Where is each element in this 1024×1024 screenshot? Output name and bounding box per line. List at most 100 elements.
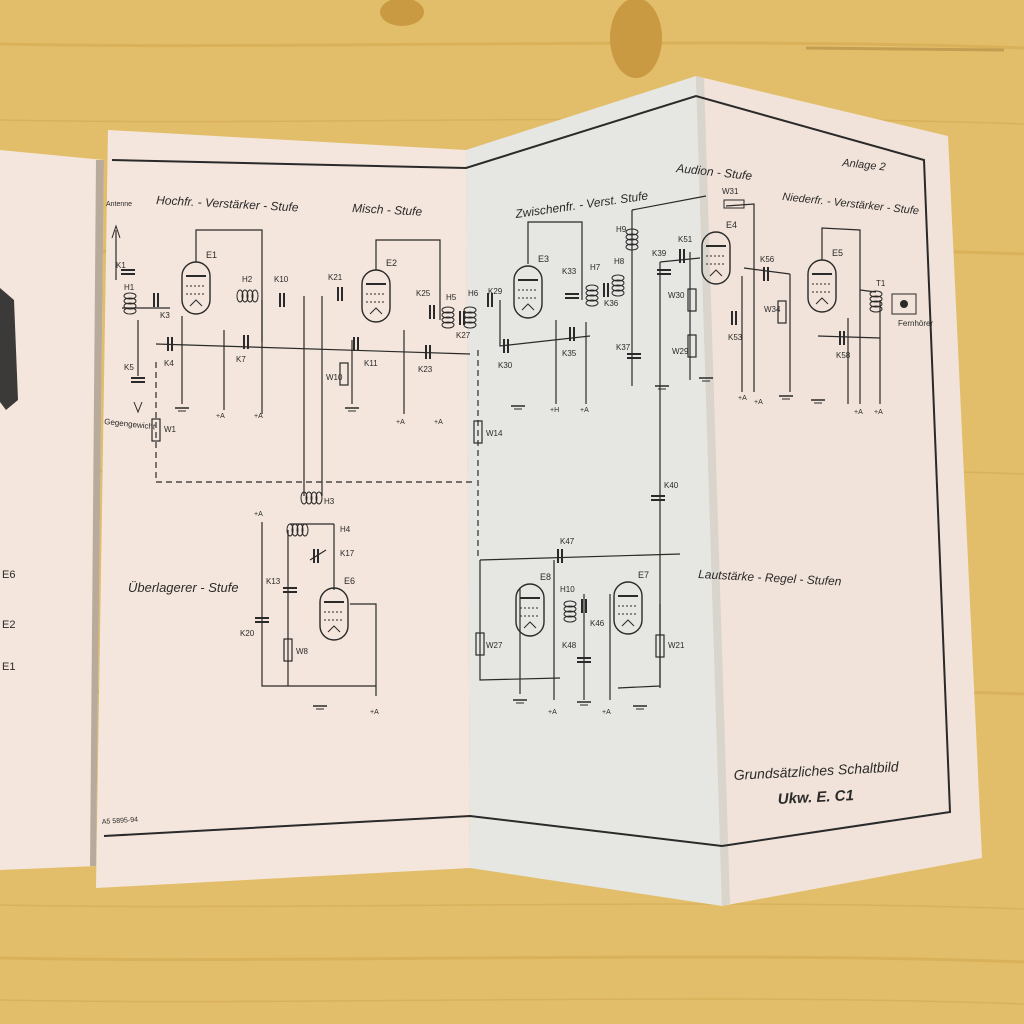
drawing-border [103,94,952,848]
wire [817,335,881,339]
capacitor-k4 [167,337,173,351]
capacitor-k3 [153,293,159,307]
supply-label: +A [602,709,611,716]
wire [499,300,591,347]
coil-h2 [236,289,259,303]
supply-label: +A [254,413,263,420]
capacitor-k20 [255,617,269,623]
ground-symbol [511,405,525,410]
component-label-k30: K30 [498,361,513,370]
component-label-k27: K27 [456,331,471,340]
resistor-w14 [473,420,483,444]
tube-label: E4 [726,220,737,230]
supply-label: +A [370,709,379,716]
left-page-label: E6 [2,569,15,581]
annex-label: Anlage 2 [841,157,886,174]
component-label-k17: K17 [340,549,355,558]
left-page-label: E1 [2,661,15,673]
schematic-wiring [115,195,881,700]
supply-label: +A [434,419,443,426]
vacuum-tube-e2: E2 [361,258,397,323]
component-label-k21: K21 [328,273,343,282]
coil-t1 [869,290,883,313]
capacitor-k21 [337,287,343,301]
wire [350,603,377,696]
ground-symbol [779,395,793,400]
tube-label: E8 [540,572,551,582]
ground-symbol [313,705,327,710]
left-page-photo [0,288,18,410]
wood-knot [380,0,424,26]
supply-label: +H [550,407,559,414]
supply-label: +A [396,419,405,426]
component-label-h4: H4 [340,525,351,534]
component-label-w10: W10 [326,373,343,382]
sheet-panel-middle [466,76,722,906]
capacitor-k33 [565,293,579,299]
component-label-k58: K58 [836,351,851,360]
vacuum-tube-e1: E1 [181,250,217,315]
capacitor-k29 [487,293,493,307]
component-label-k29: K29 [488,287,503,296]
left-page-label: E2 [2,619,15,631]
component-label-k46: K46 [590,619,605,628]
component-label-h1: H1 [124,283,135,292]
resistor-w10 [339,362,349,386]
capacitor-k25 [429,305,435,319]
wire [261,522,376,687]
component-label-k56: K56 [760,255,775,264]
capacitor-k46 [581,599,587,613]
vacuum-tube-e8: E8 [515,572,551,637]
stage-title-osc: Überlagerer - Stufe [128,580,239,595]
wood-grain-line [0,903,1024,910]
coil-h10 [563,600,577,623]
schematic-caption-line2: Ukw. E. C1 [777,787,854,808]
wood-knot [610,0,662,78]
vacuum-tube-e7: E7 [613,570,649,635]
wood-grain-line [0,955,1024,964]
capacitor-k5 [131,377,145,383]
headphones-earpiece-icon [900,300,908,308]
component-label-h9: H9 [616,225,627,234]
capacitor-k11 [353,337,359,351]
capacitor-k53 [731,311,737,325]
component-label-k37: K37 [616,343,631,352]
capacitor-k47 [557,549,563,563]
vacuum-tube-e4: E4 [701,220,737,285]
ground-symbol [175,407,189,412]
supply-label: +A [548,709,557,716]
capacitor-k37 [627,353,641,359]
ground-symbol [577,701,591,706]
wire [527,221,583,300]
ground-symbol [655,385,669,390]
capacitor-k10 [279,293,285,307]
component-label-h8: H8 [614,257,625,266]
resistor-w29 [687,334,697,358]
sheet-panel-right [696,76,982,906]
wire [195,229,263,342]
ground-symbol [513,699,527,704]
coil-h1 [123,292,137,315]
tube-label: E5 [832,248,843,258]
component-label-k51: K51 [678,235,693,244]
component-label-w21: W21 [668,641,685,650]
component-label-k10: K10 [274,275,289,284]
capacitor-k13 [283,587,297,593]
vacuum-tube-e5: E5 [807,248,843,313]
wire [631,195,707,211]
supply-label: +A [738,395,747,402]
capacitor-k1 [121,269,135,275]
component-label-w34: W34 [764,305,781,314]
component-label-w14: W14 [486,429,503,438]
wire [479,560,561,681]
resistor-w8 [283,638,293,662]
component-label-k20: K20 [240,629,255,638]
booklet-page-shadow [90,160,104,866]
capacitor-k7 [243,335,249,349]
component-label-k23: K23 [418,365,433,374]
capacitor-k48 [577,657,591,663]
supply-label: +A [874,409,883,416]
antenna-label: Antenne [106,201,132,208]
vacuum-tube-e6: E6 [319,576,355,641]
